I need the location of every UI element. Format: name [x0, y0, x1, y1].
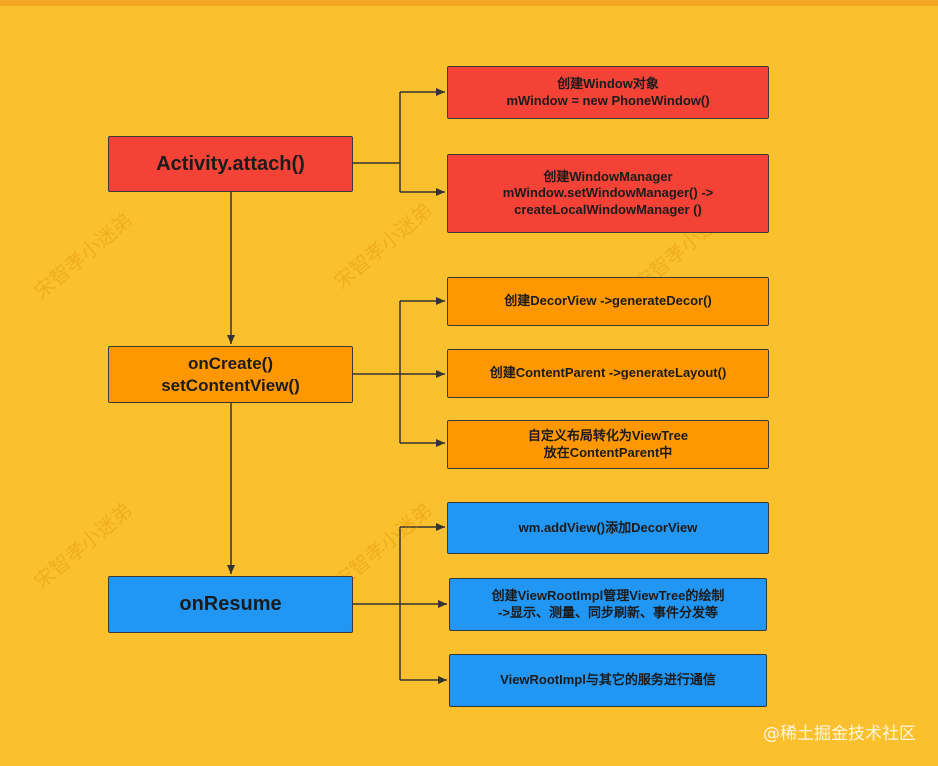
node-create-window: 创建Window对象 mWindow = new PhoneWindow() [447, 66, 769, 119]
node-create-windowmanager: 创建WindowManager mWindow.setWindowManager… [447, 154, 769, 233]
node-layout-to-viewtree: 自定义布局转化为ViewTree 放在ContentParent中 [447, 420, 769, 469]
node-line: 创建Window对象 [557, 76, 659, 92]
node-line: mWindow = new PhoneWindow() [506, 92, 710, 108]
node-line: 放在ContentParent中 [543, 444, 673, 460]
branch-oncreate [353, 301, 401, 443]
node-line: 创建ContentParent ->generateLayout() [489, 365, 727, 381]
node-line: ViewRootImpl与其它的服务进行通信 [500, 672, 716, 688]
node-oncreate: onCreate() setContentView() [108, 346, 353, 403]
node-onresume: onResume [108, 576, 353, 633]
node-line: onResume [179, 593, 282, 615]
node-line: mWindow.setWindowManager() -> [502, 185, 714, 201]
node-line: 创建WindowManager [543, 169, 673, 185]
node-line: onCreate() [187, 354, 273, 374]
node-viewrootimpl-communicate: ViewRootImpl与其它的服务进行通信 [449, 654, 767, 707]
corner-watermark: @稀土掘金技术社区 [763, 724, 916, 744]
node-line: ->显示、测量、同步刷新、事件分发等 [498, 604, 718, 620]
node-addview: wm.addView()添加DecorView [447, 502, 769, 554]
node-line: createLocalWindowManager () [514, 201, 702, 217]
node-line: Activity.attach() [156, 152, 305, 175]
node-line: wm.addView()添加DecorView [518, 519, 698, 535]
top-accent-bar [0, 0, 938, 6]
node-create-viewrootimpl: 创建ViewRootImpl管理ViewTree的绘制 ->显示、测量、同步刷新… [449, 578, 767, 631]
branch-attach [353, 92, 401, 192]
node-create-decorview: 创建DecorView ->generateDecor() [447, 277, 769, 326]
node-line: 创建ViewRootImpl管理ViewTree的绘制 [491, 588, 725, 604]
node-activity-attach: Activity.attach() [108, 136, 353, 192]
node-line: setContentView() [161, 375, 300, 395]
node-create-contentparent: 创建ContentParent ->generateLayout() [447, 349, 769, 398]
node-line: 创建DecorView ->generateDecor() [504, 293, 712, 309]
node-line: 自定义布局转化为ViewTree [527, 428, 689, 444]
